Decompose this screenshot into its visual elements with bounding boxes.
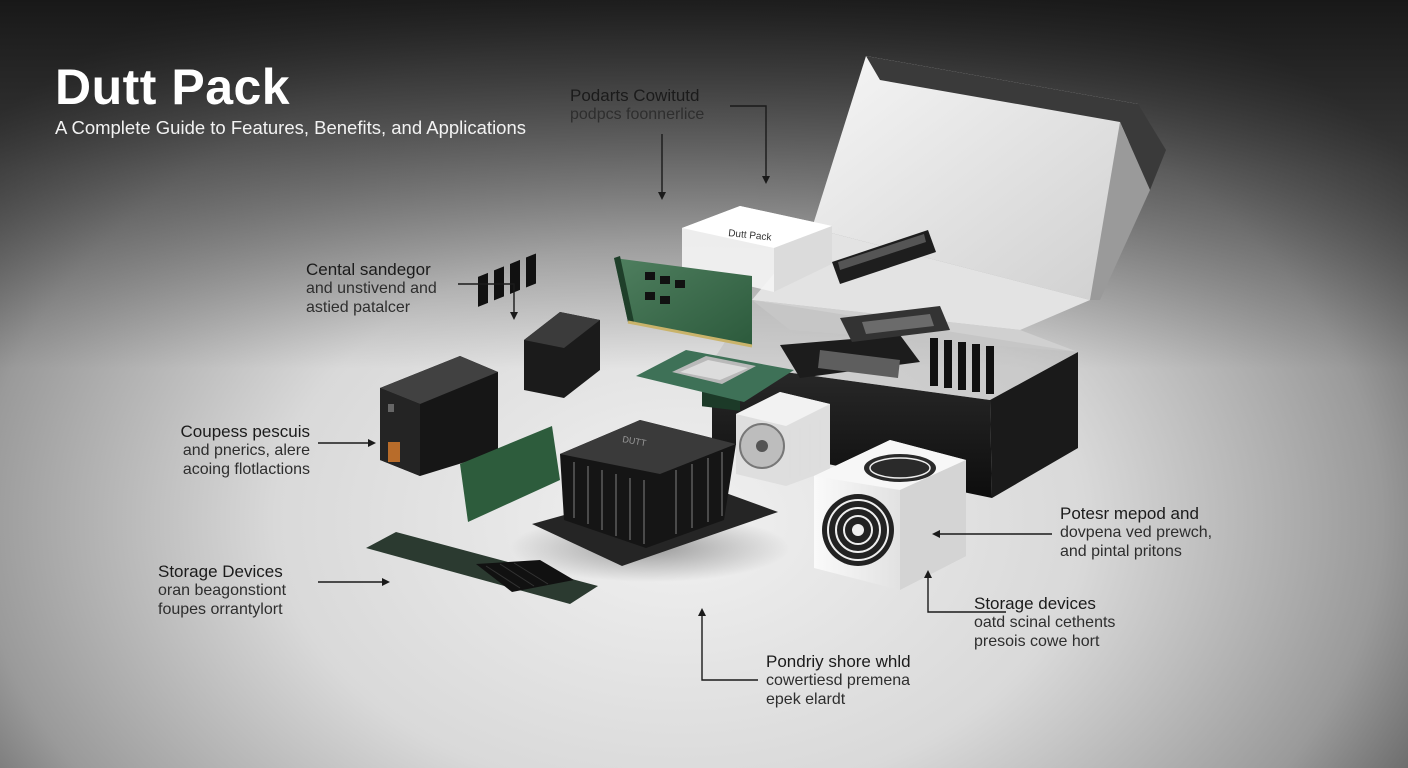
callout-power-title: Potesr mepod and — [1060, 504, 1199, 523]
callout-bottom-text-2: epek elardt — [766, 691, 846, 708]
memory-stick-in-box — [832, 230, 936, 284]
callout-storage-left-text-1: oran beagonstiont — [158, 582, 287, 599]
page-subtitle: A Complete Guide to Features, Benefits, … — [55, 117, 527, 138]
cpu-heatsink — [510, 420, 790, 582]
ssd-drive — [524, 312, 600, 398]
callout-top-title: Podarts Cowitutd — [570, 86, 700, 105]
callout-power-text-2: and pintal pritons — [1060, 543, 1182, 560]
callout-central-text-2: astied patalcer — [306, 299, 411, 316]
callout-coupess-text-1: and pnerics, alere — [182, 442, 310, 459]
box-contents — [780, 306, 994, 394]
callout-power: Potesr mepod and dovpena ved prewch, and… — [1060, 504, 1212, 561]
callout-top-text-1: podpcs foonnerlice — [570, 106, 705, 123]
callout-storage-left-title: Storage Devices — [158, 562, 283, 581]
callout-coupess: Coupess pescuis and pnerics, alere acoin… — [150, 422, 310, 479]
callout-bottom-title: Pondriy shore whld — [766, 652, 911, 671]
open-box — [712, 56, 1166, 498]
callout-central-title: Cental sandegor — [306, 260, 431, 279]
callout-coupess-title: Coupess pescuis — [180, 422, 310, 441]
callout-bottom: Pondriy shore whld cowertiesd premena ep… — [766, 652, 911, 709]
callout-bottom-text-1: cowertiesd premena — [766, 672, 911, 689]
callout-arrowheads — [368, 176, 940, 616]
heatsink-brand-label: DUTT — [622, 434, 648, 448]
label-block — [682, 206, 832, 292]
callout-central: Cental sandegor and unstivend and astied… — [306, 260, 437, 317]
nvme-drive — [366, 532, 598, 604]
callout-storage-right-text-2: presois cowe hort — [974, 633, 1100, 650]
external-drive — [380, 356, 498, 476]
box-brand-label: Dutt Pack — [728, 228, 773, 244]
fan-cooler — [736, 392, 830, 486]
callout-central-text-1: and unstivend and — [306, 280, 437, 297]
processor-board — [636, 350, 794, 402]
ram-module — [460, 253, 560, 522]
callout-storage-right-text-1: oatd scinal cethents — [974, 614, 1116, 631]
callout-top: Podarts Cowitutd podpcs foonnerlice — [570, 86, 704, 124]
callout-lines — [318, 105, 1052, 681]
callout-storage-left-text-2: foupes orrantylort — [158, 601, 283, 618]
callout-power-text-1: dovpena ved prewch, — [1060, 524, 1213, 541]
callout-storage-right: Storage devices oatd scinal cethents pre… — [974, 594, 1115, 651]
page-title: Dutt Pack — [55, 59, 291, 115]
power-supply — [814, 440, 966, 590]
callout-coupess-text-2: acoing flotlactions — [182, 461, 310, 478]
callout-storage-right-title: Storage devices — [974, 594, 1096, 613]
callout-storage-left: Storage Devices oran beagonstiont foupes… — [158, 562, 286, 619]
